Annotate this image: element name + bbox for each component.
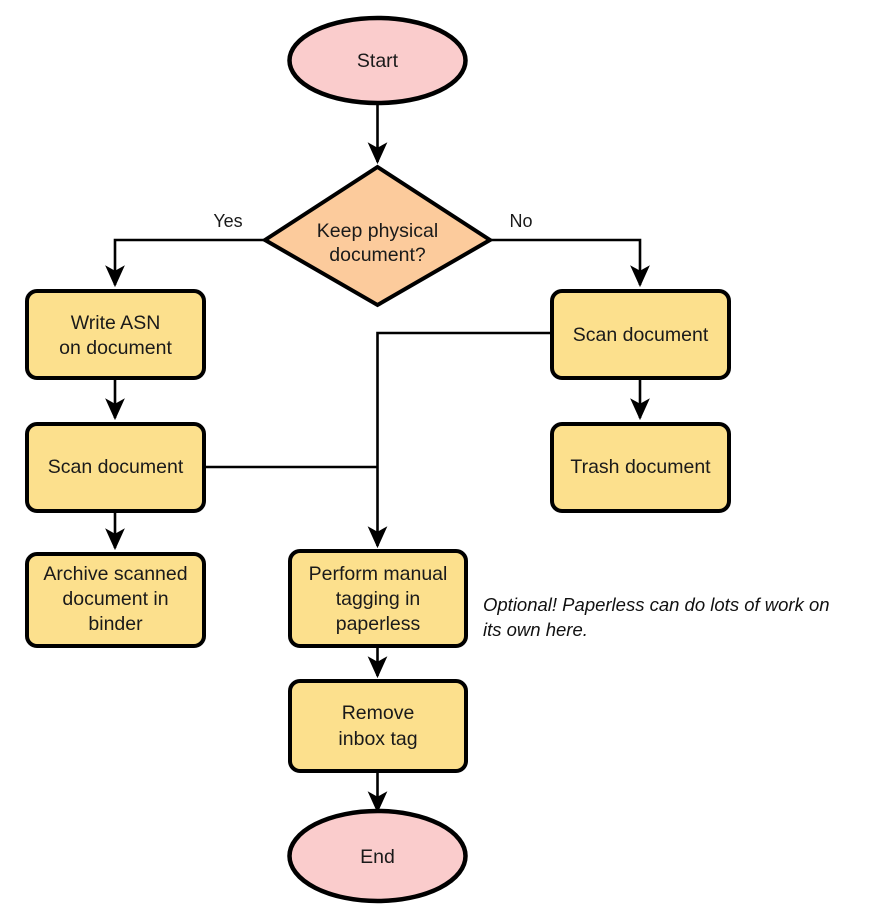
end-ellipse-shape — [287, 808, 468, 904]
annotation-optional-paperless: Optional! Paperless can do lots of work … — [483, 594, 830, 640]
write-asn-label-line1: Write ASN — [71, 312, 161, 334]
archive-label-line3: binder — [88, 613, 143, 635]
archive-label-line2: document in — [62, 588, 168, 610]
remove-inbox-label-line1: Remove — [342, 702, 415, 724]
start-label: Start — [357, 50, 399, 72]
node-scan-document-right[interactable]: Scan document — [550, 289, 731, 380]
tagging-label-line2: tagging in — [336, 588, 421, 610]
annotation-line1: Optional! Paperless can do lots of work … — [483, 594, 830, 615]
connector-layer — [105, 103, 650, 814]
remove-inbox-label-line2: inbox tag — [338, 728, 417, 750]
edge-decision-yes-to-write-asn — [105, 238, 265, 288]
node-start[interactable]: Start — [287, 15, 468, 106]
archive-box-shape — [25, 552, 206, 648]
decision-diamond-shape — [261, 164, 494, 308]
node-end[interactable]: End — [287, 808, 468, 904]
archive-label-line1: Archive scanned — [43, 563, 187, 585]
remove-inbox-tag-box-shape — [288, 679, 468, 773]
trash-document-label: Trash document — [570, 456, 711, 478]
end-label: End — [360, 846, 395, 868]
scan-document-left-label: Scan document — [48, 456, 184, 478]
edge-label-yes: Yes — [213, 211, 242, 231]
node-scan-document-left[interactable]: Scan document — [25, 422, 206, 513]
edge-scan-right-to-tagging — [367, 331, 551, 549]
annotation-line2: its own here. — [483, 619, 588, 640]
node-write-asn[interactable]: Write ASN on document — [25, 289, 206, 380]
edge-decision-no-to-scan-right — [490, 238, 650, 288]
tagging-label-line3: paperless — [336, 613, 421, 635]
node-remove-inbox-tag[interactable]: Remove inbox tag — [288, 679, 468, 773]
scan-document-right-box-shape — [550, 289, 731, 380]
tagging-label-line1: Perform manual — [309, 563, 448, 585]
write-asn-label-line2: on document — [59, 337, 172, 359]
decision-label-line1: Keep physical — [317, 220, 438, 242]
node-archive-scanned-document[interactable]: Archive scanned document in binder — [25, 552, 206, 648]
scan-document-right-label: Scan document — [573, 324, 709, 346]
tagging-box-shape — [288, 549, 468, 648]
node-trash-document[interactable]: Trash document — [550, 422, 731, 513]
node-perform-manual-tagging[interactable]: Perform manual tagging in paperless — [288, 549, 468, 648]
node-decision-keep-physical-document[interactable]: Keep physical document? — [261, 164, 494, 308]
decision-label-line2: document? — [329, 244, 426, 266]
edge-label-no: No — [509, 211, 532, 231]
scan-document-left-box-shape — [25, 422, 206, 513]
write-asn-box-shape — [25, 289, 206, 380]
trash-document-box-shape — [550, 422, 731, 513]
start-ellipse-shape — [287, 15, 468, 106]
